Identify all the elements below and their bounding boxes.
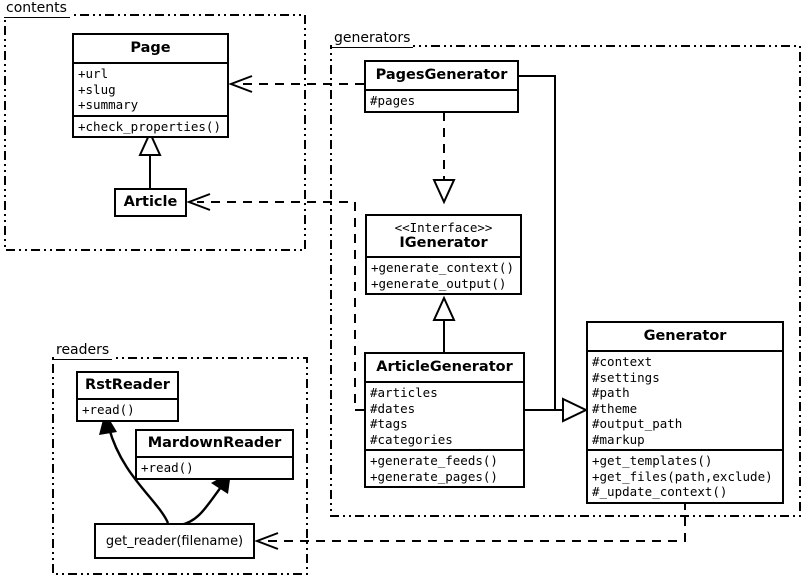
attribute-row: +url (78, 66, 109, 81)
class-methods-generator: +get_templates() +get_files(path,exclude… (588, 449, 782, 502)
class-name-articlegenerator: ArticleGenerator (376, 359, 513, 375)
method-row: +generate_feeds() (370, 453, 498, 468)
attribute-row: #tags (370, 416, 408, 431)
class-methods-mardownreader: +read() (137, 456, 292, 478)
attribute-row: #output_path (592, 416, 683, 431)
class-box-page[interactable]: Page +url +slug +summary +check_properti… (72, 33, 229, 138)
edge-get-reader-to-mardownreader (179, 472, 231, 527)
class-stereotype-igenerator: <<Interface>> (394, 220, 493, 235)
method-row: +generate_context() (371, 260, 514, 275)
class-name-rstreader: RstReader (85, 377, 170, 393)
class-name-mardownreader: MardownReader (147, 435, 282, 451)
method-row: #_update_context() (592, 484, 728, 499)
method-row: +read() (82, 402, 135, 417)
method-row: +read() (141, 460, 194, 475)
class-methods-rstreader: +read() (78, 398, 177, 420)
class-name-pagesgenerator: PagesGenerator (375, 67, 508, 83)
package-label-readers: readers (54, 343, 113, 360)
method-row: +get_files(path,exclude) (592, 468, 773, 484)
class-methods-articlegenerator: +generate_feeds() +generate_pages() (366, 449, 523, 486)
class-name-generator: Generator (643, 328, 727, 344)
edge-generators-to-generator (519, 75, 589, 423)
method-row: +check_properties() (78, 118, 221, 134)
attribute-row: #context (592, 354, 653, 369)
class-box-generator[interactable]: Generator #context #settings #path #them… (586, 321, 784, 504)
attribute-row: #dates (370, 400, 416, 416)
class-box-article[interactable]: Article (114, 188, 187, 217)
class-box-pagesgenerator[interactable]: PagesGenerator #pages (364, 60, 519, 113)
node-get-reader[interactable]: get_reader(filename) (94, 523, 255, 559)
method-row: +generate_pages() (370, 468, 498, 484)
class-box-articlegenerator[interactable]: ArticleGenerator #articles #dates #tags … (364, 352, 525, 488)
class-name-igenerator: IGenerator (399, 235, 488, 251)
package-label-generators: generators (332, 31, 414, 48)
class-header-igenerator: <<Interface>> IGenerator (367, 216, 520, 256)
attribute-row: #pages (370, 93, 416, 108)
attribute-row: #articles (370, 385, 438, 400)
attribute-row: #categories (370, 431, 453, 447)
class-attributes-pagesgenerator: #pages (366, 89, 517, 111)
attribute-row: #path (592, 385, 630, 400)
class-box-rstreader[interactable]: RstReader +read() (76, 371, 179, 422)
attribute-row: +slug (78, 81, 116, 97)
class-attributes-articlegenerator: #articles #dates #tags #categories (366, 381, 523, 449)
edge-pagesgenerator-to-igenerator (432, 112, 456, 205)
attribute-row: #markup (592, 431, 645, 447)
class-attributes-generator: #context #settings #path #theme #output_… (588, 350, 782, 449)
attribute-row: #theme (592, 400, 638, 416)
class-methods-igenerator: +generate_context() +generate_output() (367, 256, 520, 293)
attribute-row: #settings (592, 369, 660, 385)
method-row: +get_templates() (592, 453, 713, 468)
node-get-reader-label: get_reader(filename) (105, 533, 244, 549)
edge-articlegenerator-to-igenerator (432, 295, 456, 352)
method-row: +generate_output() (371, 275, 507, 291)
edge-pagesgenerator-to-page (228, 75, 364, 93)
edge-articlegenerator-to-article (186, 193, 364, 411)
class-box-igenerator[interactable]: <<Interface>> IGenerator +generate_conte… (365, 214, 522, 295)
class-attributes-page: +url +slug +summary (74, 62, 227, 115)
class-box-mardownreader[interactable]: MardownReader +read() (135, 429, 294, 480)
edge-generator-to-get-reader (254, 501, 686, 550)
attribute-row: +summary (78, 97, 139, 112)
class-name-article: Article (123, 194, 178, 210)
edge-article-to-page (138, 130, 162, 188)
class-name-page: Page (130, 40, 171, 56)
class-methods-page: +check_properties() (74, 114, 227, 137)
package-label-contents: contents (4, 1, 70, 18)
